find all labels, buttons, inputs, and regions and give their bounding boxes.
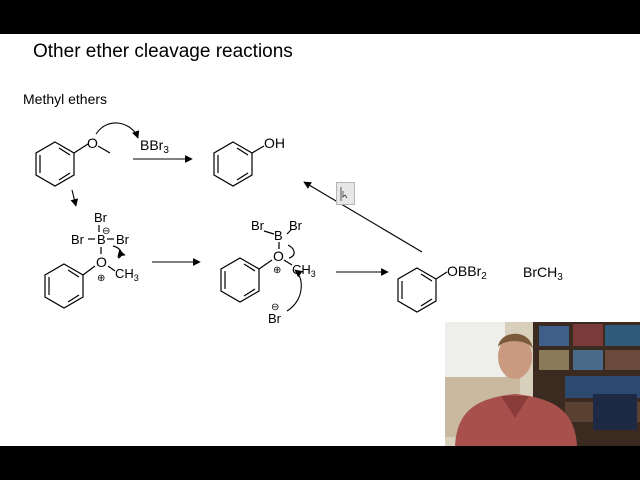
phenol-oh-label: OH bbox=[264, 135, 285, 151]
reagent-label: BBr3 bbox=[140, 137, 169, 156]
attack-br-left: Br bbox=[251, 218, 265, 233]
attack-plus-charge: ⊕ bbox=[273, 265, 281, 276]
slide-title: Other ether cleavage reactions bbox=[33, 41, 293, 62]
adduct-boron: B bbox=[97, 232, 106, 247]
anisole-oxygen-label: O bbox=[87, 135, 98, 151]
adduct-methyl: CH3 bbox=[115, 266, 139, 283]
down-arrow-icon bbox=[70, 189, 79, 207]
anisole-structure bbox=[35, 141, 111, 187]
section-label: Methyl ethers bbox=[23, 91, 108, 107]
mouse-cursor-icon bbox=[336, 182, 355, 205]
borate-product-structure bbox=[397, 267, 448, 313]
adduct-plus-charge: ⊕ bbox=[97, 273, 105, 284]
phenol-structure bbox=[213, 141, 265, 187]
adduct-br-right: Br bbox=[116, 232, 130, 247]
attack-boron: B bbox=[274, 228, 283, 243]
slide: Other ether cleavage reactions Methyl et… bbox=[0, 34, 640, 446]
adduct-structure bbox=[44, 225, 123, 309]
presenter-video-icon bbox=[445, 322, 640, 446]
bromide-minus-charge: ⊖ bbox=[271, 302, 279, 313]
attack-oxygen: O bbox=[273, 248, 284, 264]
adduct-oxygen: O bbox=[96, 254, 107, 270]
reaction-scheme: O BBr3 OH Br Br B Br ⊖ O ⊕ CH3 bbox=[35, 122, 563, 326]
attack-structure bbox=[220, 229, 295, 303]
adduct-minus-charge: ⊖ bbox=[102, 226, 110, 237]
attack-br-right: Br bbox=[289, 218, 303, 233]
bromide-ion: Br bbox=[268, 311, 282, 326]
adduct-br-left: Br bbox=[71, 232, 85, 247]
webcam-overlay bbox=[445, 322, 640, 446]
adduct-br-top: Br bbox=[94, 210, 108, 225]
borate-product-label: OBBr2 bbox=[447, 263, 487, 282]
curved-arrow-icon bbox=[286, 269, 303, 312]
curved-arrow-icon bbox=[95, 122, 140, 139]
methyl-bromide-label: BrCH3 bbox=[523, 264, 563, 283]
hydrolysis-arrow-icon bbox=[303, 181, 423, 253]
electron-arrow-icon bbox=[117, 249, 126, 258]
